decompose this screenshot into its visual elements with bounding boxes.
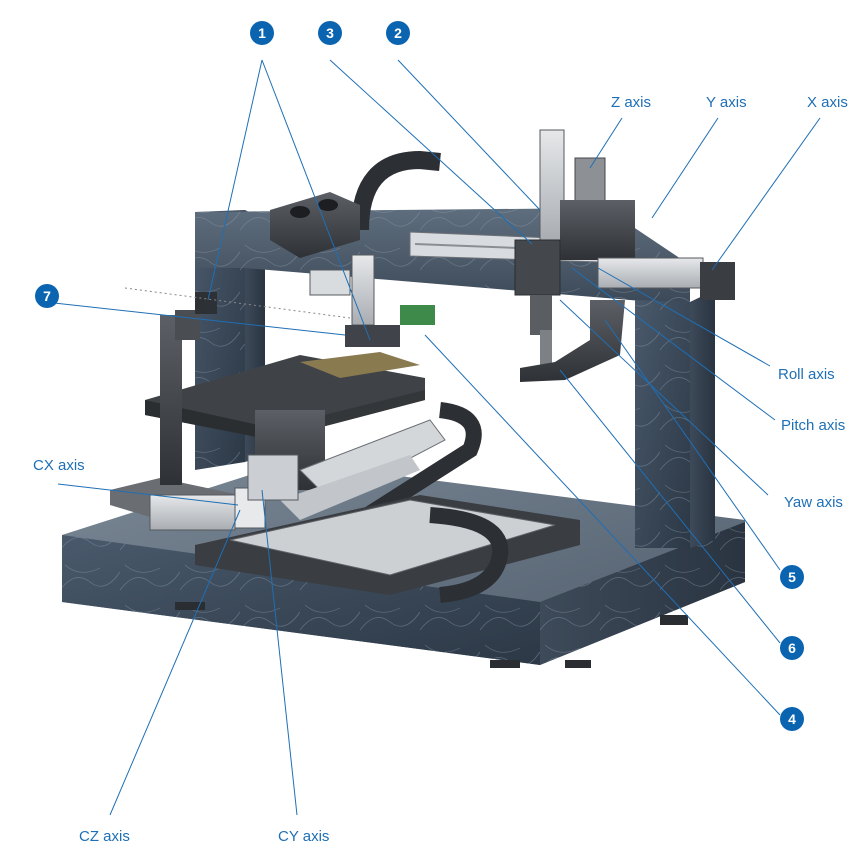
badge-7: 7 xyxy=(35,284,59,308)
xyz-head-assembly xyxy=(514,129,735,382)
badge-1: 1 xyxy=(250,21,274,45)
yaw-axis-label: Yaw axis xyxy=(784,494,843,511)
lower-linear-stage xyxy=(195,495,580,603)
badge-3: 3 xyxy=(318,21,342,45)
badge-2: 2 xyxy=(386,21,410,45)
x-axis-label: X axis xyxy=(807,94,848,111)
cx-axis-label: CX axis xyxy=(33,457,85,474)
cy-axis-label: CY axis xyxy=(278,828,330,845)
cz-axis-label: CZ axis xyxy=(79,828,130,845)
roll-axis-label: Roll axis xyxy=(778,366,835,383)
leader-lines xyxy=(44,59,821,816)
y-axis-label: Y axis xyxy=(706,94,747,111)
badge-6: 6 xyxy=(780,636,804,660)
camera-module xyxy=(300,254,435,378)
cross-slide-stage xyxy=(145,355,482,527)
pitch-axis-label: Pitch axis xyxy=(781,417,846,434)
badge-5: 5 xyxy=(780,565,804,589)
z-axis-label: Z axis xyxy=(611,94,652,111)
cx-stage xyxy=(110,292,299,531)
badge-4: 4 xyxy=(780,707,804,731)
